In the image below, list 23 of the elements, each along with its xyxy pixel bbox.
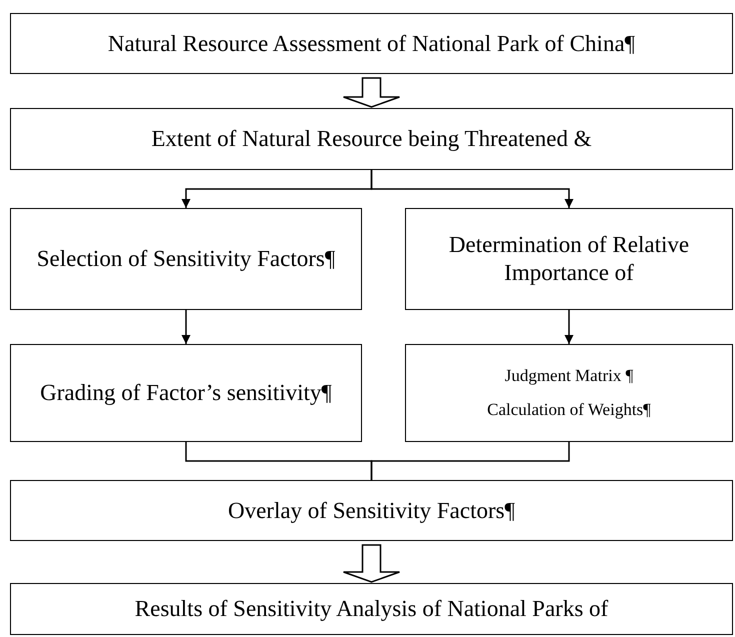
- box-text: Extent of Natural Resource being Threatened &: [151, 125, 592, 153]
- box-text: Grading of Factor’s sensitivity¶: [40, 379, 332, 407]
- arrow: [564, 310, 574, 344]
- process-box: [405, 208, 733, 310]
- box-text: Determination of Relative Importance of: [448, 231, 690, 287]
- process-box: [10, 108, 733, 170]
- box-text: Selection of Sensitivity Factors¶: [36, 245, 336, 273]
- box-text: Results of Sensitivity Analysis of National Parks of: [134, 595, 608, 623]
- process-box: [10, 13, 733, 74]
- hollow-arrow: [342, 77, 400, 108]
- box-text: Calculation of Weights¶: [487, 400, 651, 420]
- box-text: Natural Resource Assessment of National Park of China¶: [108, 30, 636, 58]
- connector-line: [370, 442, 570, 480]
- process-box: [10, 480, 733, 541]
- process-box: [10, 583, 733, 635]
- box-text: Judgment Matrix ¶: [504, 366, 634, 386]
- hollow-arrow: [342, 544, 400, 583]
- arrow: [370, 170, 574, 208]
- process-box: [405, 344, 733, 442]
- process-box: [10, 344, 362, 442]
- arrow: [182, 310, 190, 344]
- process-box: [10, 208, 362, 310]
- box-text: Overlay of Sensitivity Factors¶: [228, 496, 516, 524]
